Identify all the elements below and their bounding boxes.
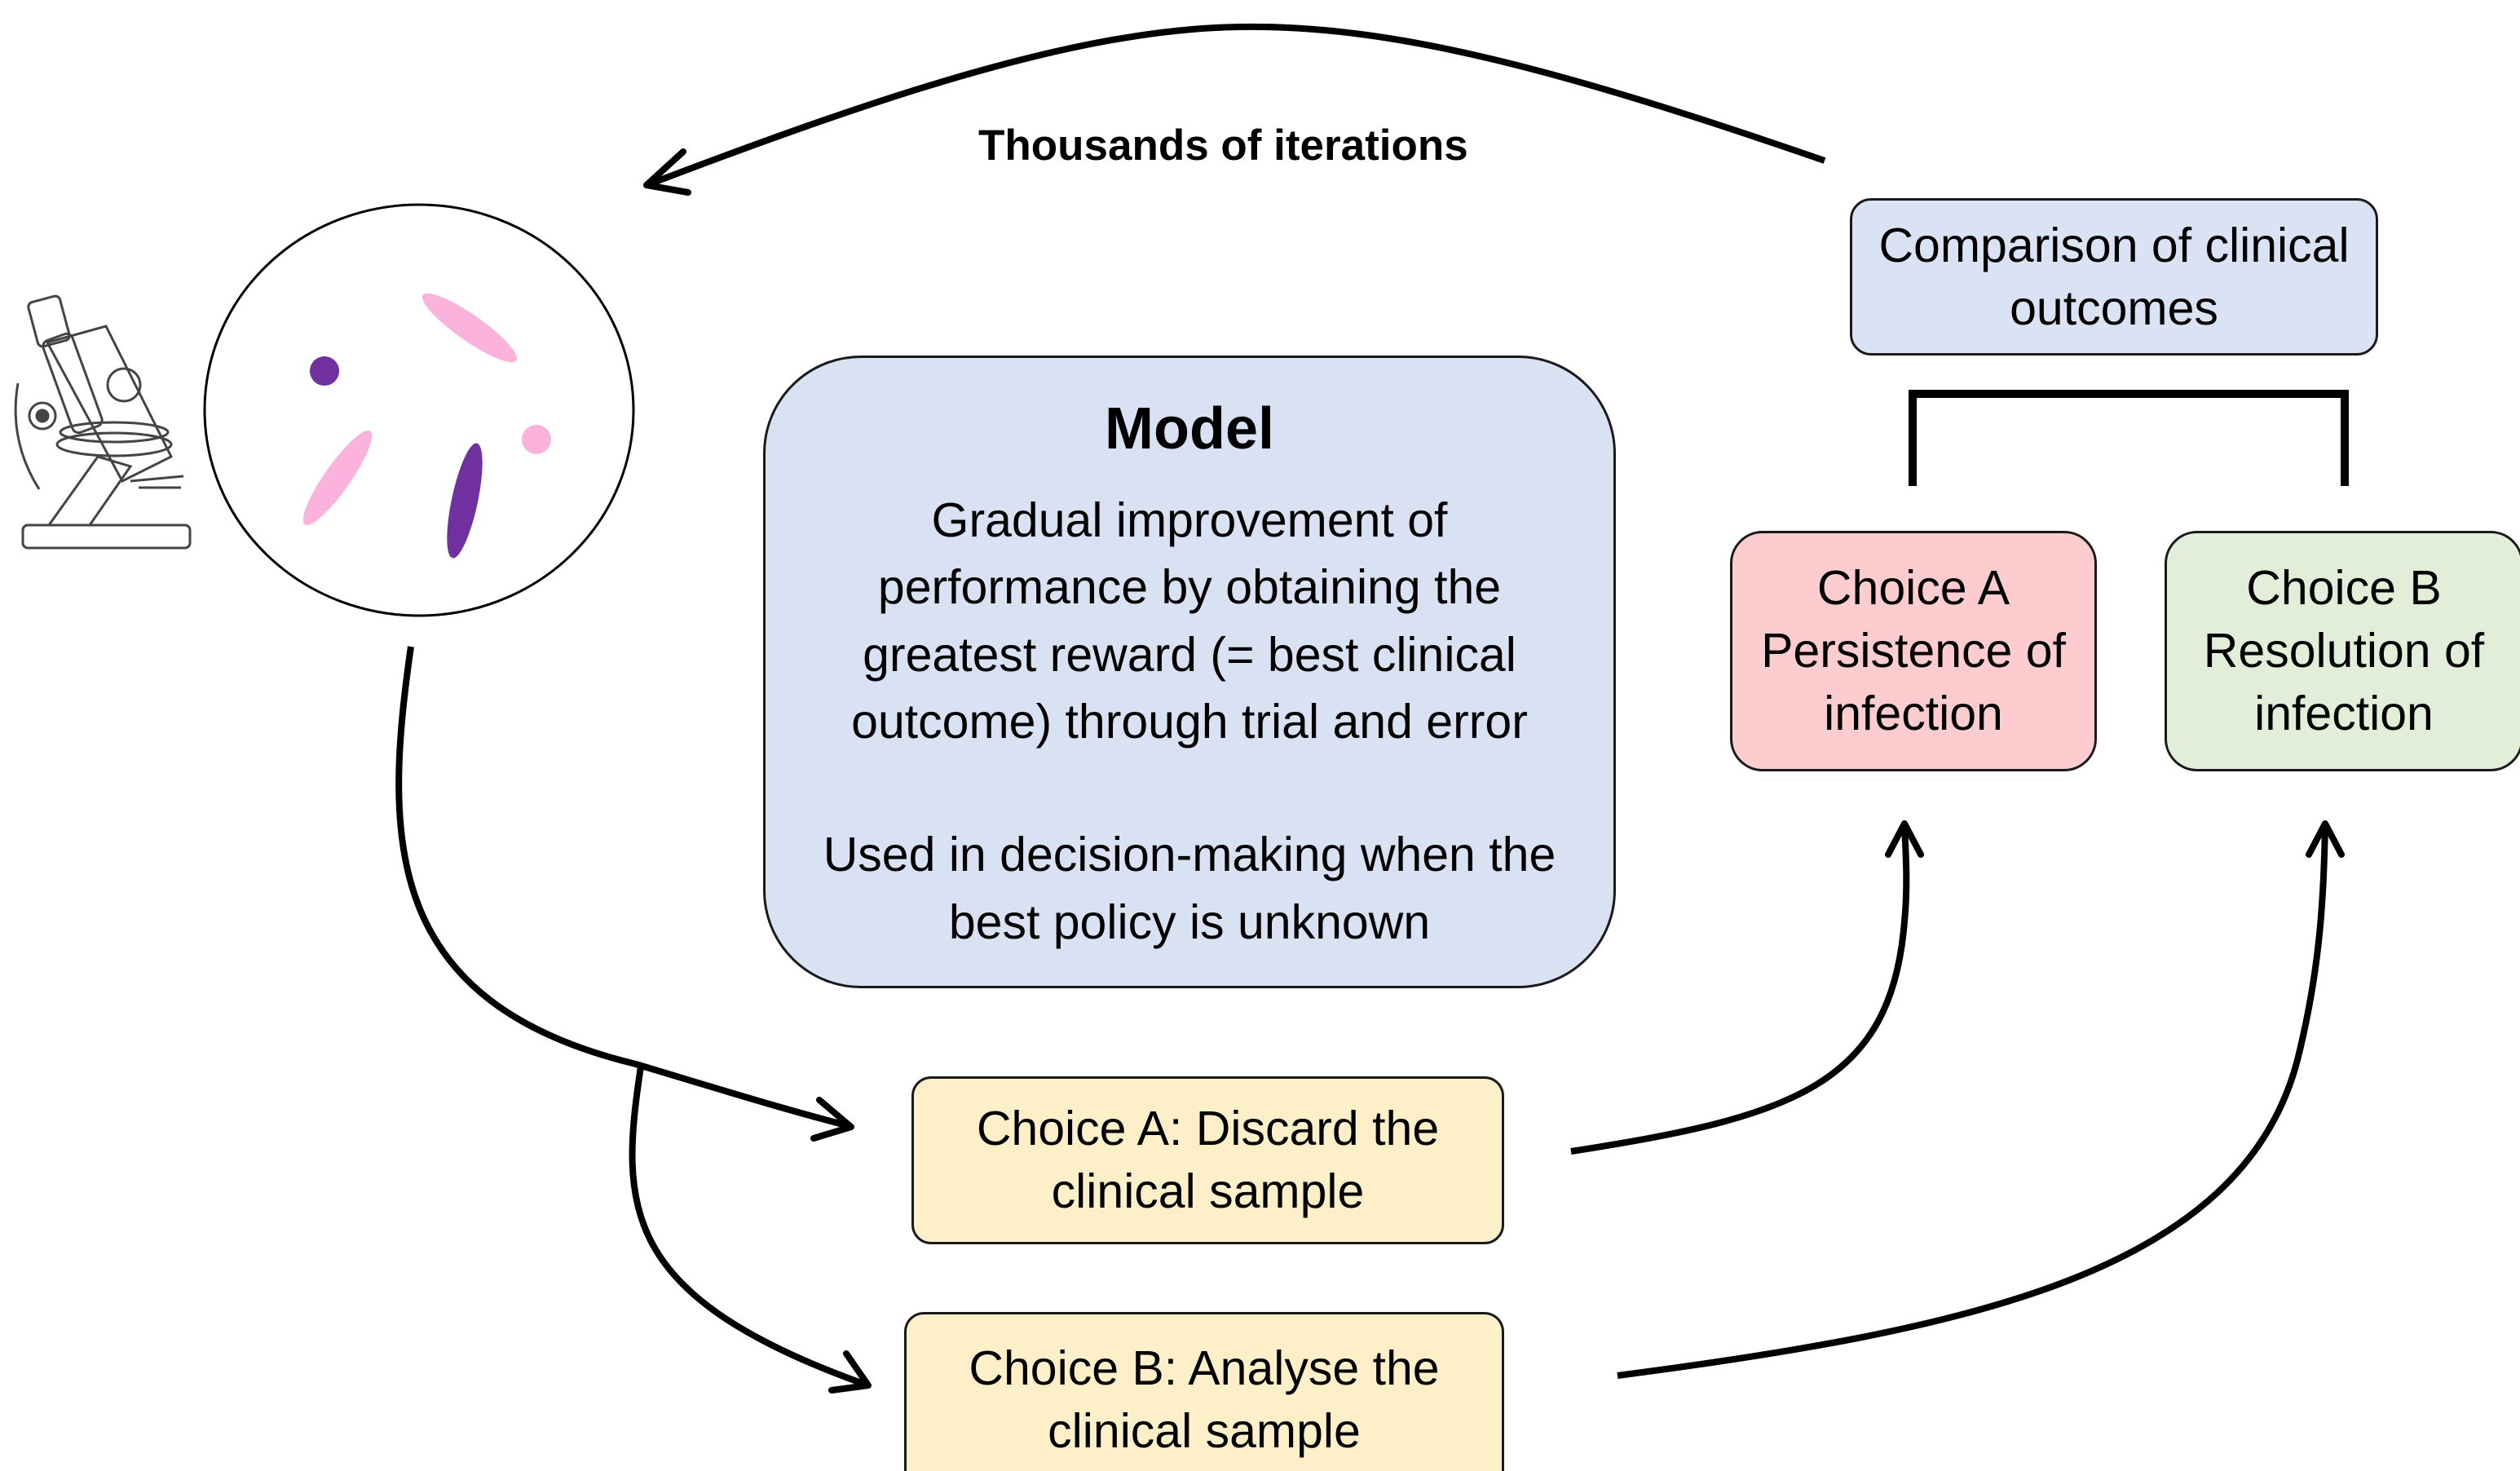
action-a-line: Choice A: Discard the <box>976 1102 1440 1156</box>
outcomes-bracket <box>1909 390 2349 486</box>
action-a-to-outcome-a-arrow <box>1570 826 1910 1155</box>
model-box: Model Gradual improvement of performance… <box>763 356 1616 988</box>
iteration-loop-arrow <box>647 23 1826 188</box>
model-description-line: performance by obtaining the <box>877 560 1502 615</box>
comparison-box: Comparison of clinical outcomes <box>1850 198 2378 356</box>
outcome-a-box: Choice A Persistence of infection <box>1730 531 2097 771</box>
sample-dot-dark <box>310 356 339 386</box>
action-a-box: Choice A: Discard the clinical sample <box>911 1076 1504 1244</box>
outcome-b-box: Choice B Resolution of infection <box>2165 531 2520 771</box>
outcome-a-line: Choice A <box>1816 561 2010 616</box>
sample-to-action-b-arrow <box>629 1066 867 1388</box>
comparison-line: Comparison of clinical <box>1878 218 2350 272</box>
model-title: Model <box>1105 395 1274 462</box>
sample-dot-light <box>522 425 551 454</box>
comparison-line: outcomes <box>2010 281 2218 335</box>
model-description-line: Gradual improvement of <box>931 493 1448 547</box>
sample-to-action-a-arrow <box>395 646 850 1129</box>
outcome-b-line: Choice B <box>2246 561 2442 616</box>
action-a-to-outcome-a-arrowhead <box>1885 820 1924 858</box>
outcome-a-line: Persistence of <box>1761 624 2066 678</box>
action-b-line: Choice B: Analyse the <box>969 1341 1440 1395</box>
sample-to-action-b-arrowhead <box>828 1350 872 1394</box>
sample-to-action-a-arrowhead <box>810 1097 854 1142</box>
model-usage-line: Used in decision-making when the <box>823 827 1556 881</box>
model-description-line: greatest reward (= best clinical <box>863 627 1516 682</box>
sample-rod-light-left <box>302 430 373 526</box>
outcome-a-line: infection <box>1824 686 2003 740</box>
sample-rod-dark <box>447 443 483 559</box>
iteration-loop-arrowhead <box>643 148 691 196</box>
sample-rod-light-top <box>421 293 518 363</box>
outcome-b-line: Resolution of <box>2203 624 2485 678</box>
microscope-icon <box>14 294 192 550</box>
action-a-line: clinical sample <box>1051 1164 1365 1218</box>
model-usage-line: best policy is unknown <box>948 895 1431 949</box>
action-b-box: Choice B: Analyse the clinical sample <box>904 1312 1504 1471</box>
outcome-b-line: infection <box>2254 686 2434 740</box>
model-description-line: outcome) through trial and error <box>851 695 1528 749</box>
action-b-to-outcome-b-arrowhead <box>2306 820 2345 858</box>
action-b-line: clinical sample <box>1048 1403 1361 1458</box>
action-b-to-outcome-b-arrow <box>1617 826 2328 1379</box>
sample-circle-icon <box>203 203 635 617</box>
iterations-label: Thousands of iterations <box>978 121 1468 170</box>
